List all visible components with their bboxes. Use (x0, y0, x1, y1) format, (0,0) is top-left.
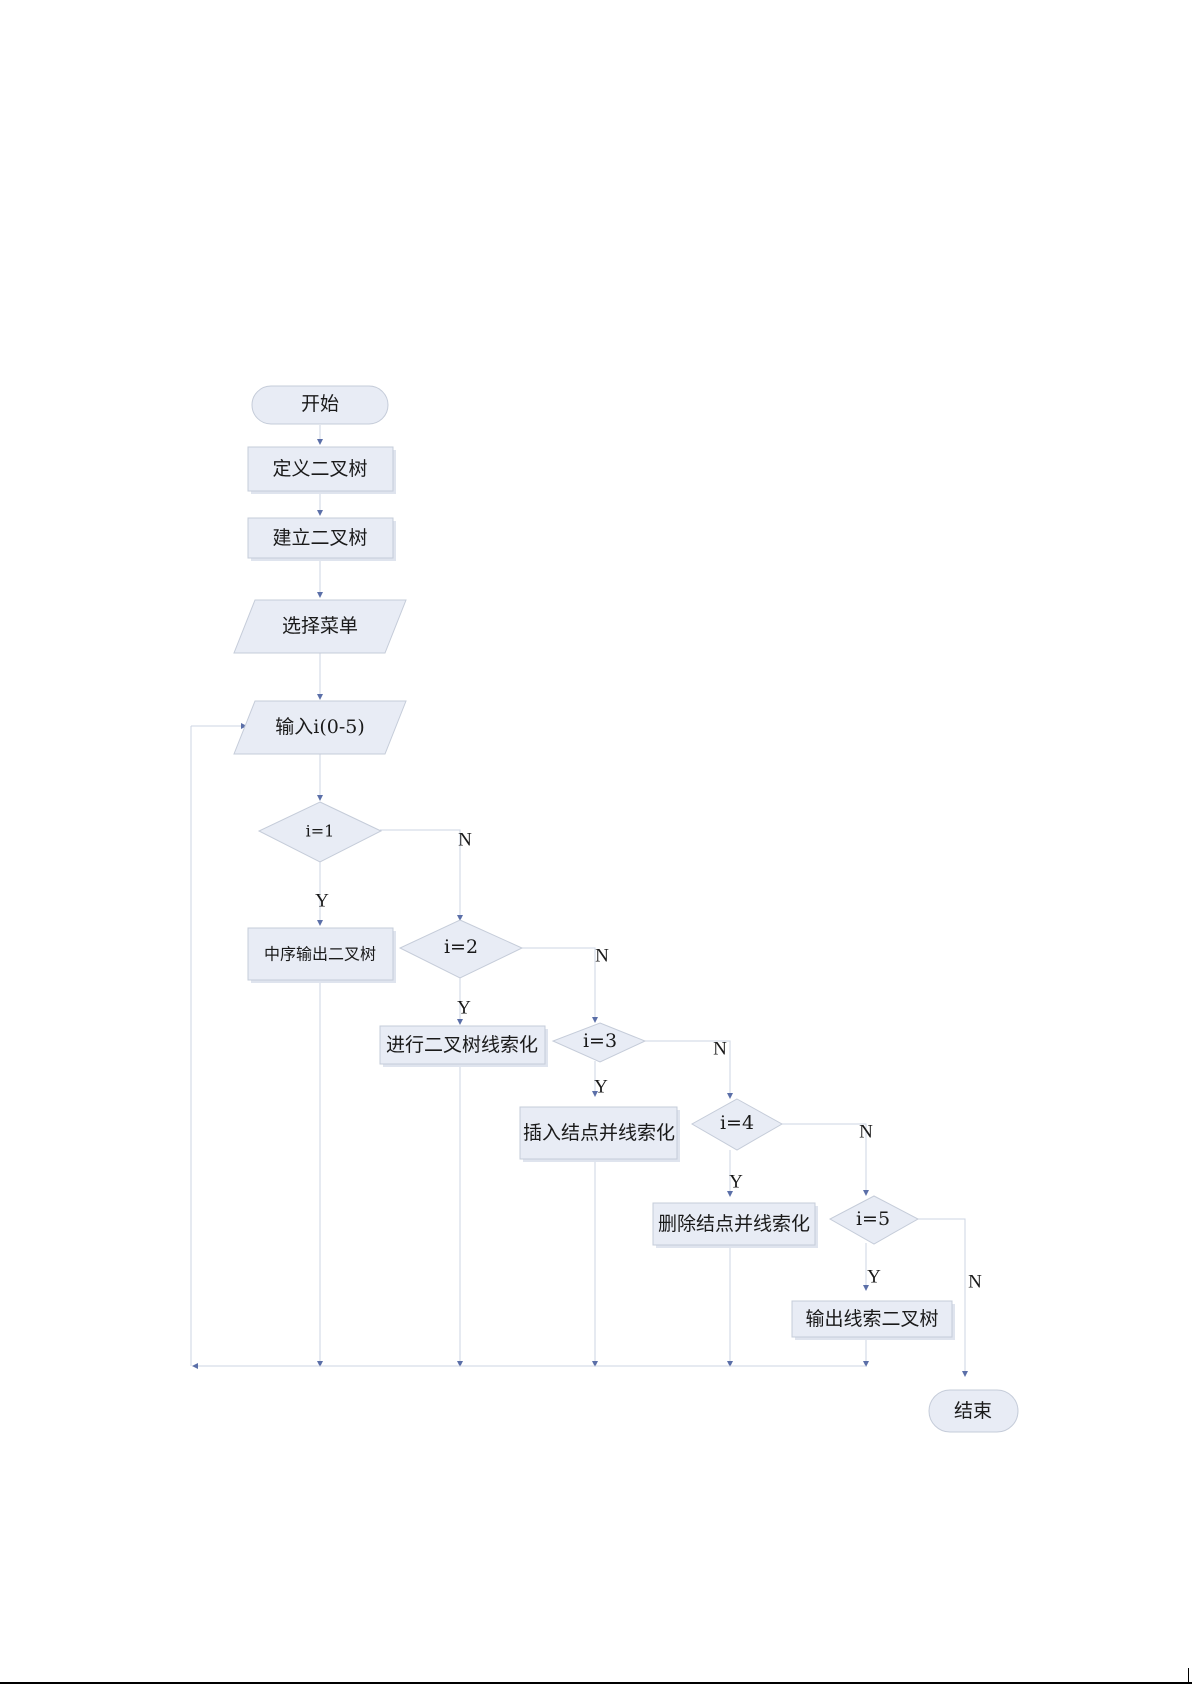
yes-label-i1: Y (315, 890, 329, 911)
input-i-io: 输入i(0-5) (234, 701, 406, 754)
inorder-output-process: 中序输出二叉树 (248, 928, 396, 983)
cond-i3-decision: i=3 (553, 1023, 645, 1062)
delete-thread-label: 删除结点并线索化 (658, 1213, 810, 1235)
no-label-i1: N (458, 829, 472, 850)
yes-label-i4: Y (729, 1171, 743, 1192)
yes-label-i3: Y (594, 1076, 608, 1097)
define-tree-label: 定义二叉树 (272, 458, 367, 480)
end-terminal: 结束 (929, 1390, 1018, 1432)
cond-i5-decision: i=5 (830, 1196, 918, 1244)
define-tree-process: 定义二叉树 (248, 447, 396, 494)
no-label-i4: N (859, 1121, 873, 1142)
inorder-output-label: 中序输出二叉树 (264, 945, 376, 964)
delete-thread-process: 删除结点并线索化 (653, 1203, 818, 1248)
select-menu-label: 选择菜单 (282, 615, 358, 637)
no-label-i3: N (713, 1038, 727, 1059)
connectors (191, 425, 965, 1376)
page-bottom-rule (0, 1682, 1192, 1684)
connector-cond1-no (380, 830, 460, 920)
cond-i1-label: i=1 (306, 822, 335, 841)
output-thread-process: 输出线索二叉树 (792, 1301, 955, 1340)
yes-label-i5: Y (867, 1266, 881, 1287)
cond-i3-label: i=3 (583, 1030, 617, 1052)
yes-label-i2: Y (457, 997, 471, 1018)
insert-thread-process: 插入结点并线索化 (520, 1107, 680, 1162)
start-terminal: 开始 (252, 386, 388, 424)
connector-cond5-no (910, 1219, 965, 1376)
thread-tree-label: 进行二叉树线索化 (386, 1034, 538, 1056)
no-label-i2: N (595, 945, 609, 966)
cond-i2-label: i=2 (444, 936, 478, 958)
input-i-label: 输入i(0-5) (275, 716, 365, 738)
select-menu-io: 选择菜单 (234, 600, 406, 653)
cond-i1-decision: i=1 (259, 802, 381, 862)
start-label: 开始 (301, 393, 339, 415)
no-label-i5: N (968, 1271, 982, 1292)
connector-cond4-no (776, 1124, 866, 1195)
insert-thread-label: 插入结点并线索化 (523, 1122, 675, 1144)
cond-i2-decision: i=2 (400, 920, 522, 978)
connector-cond2-no (522, 948, 595, 1022)
cond-i4-decision: i=4 (692, 1099, 782, 1150)
page-corner-tick (1188, 1668, 1189, 1684)
end-label: 结束 (954, 1400, 992, 1422)
build-tree-process: 建立二叉树 (248, 518, 396, 561)
build-tree-label: 建立二叉树 (272, 527, 367, 549)
cond-i4-label: i=4 (720, 1112, 754, 1134)
output-thread-label: 输出线索二叉树 (805, 1308, 938, 1330)
thread-tree-process: 进行二叉树线索化 (380, 1026, 548, 1067)
cond-i5-label: i=5 (856, 1208, 890, 1230)
